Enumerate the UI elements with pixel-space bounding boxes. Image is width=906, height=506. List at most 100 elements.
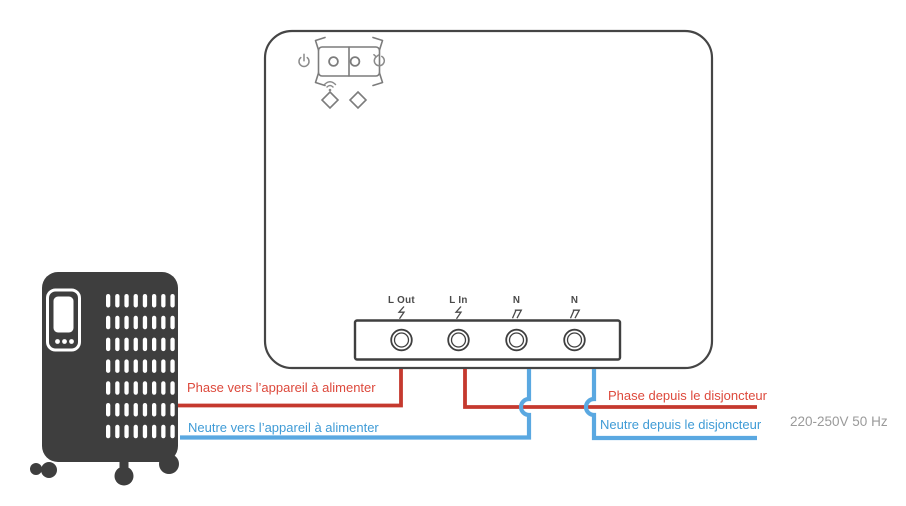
heater-vent-slot	[152, 359, 157, 373]
heater-caster-wheel	[41, 462, 57, 478]
neutral-icon	[569, 309, 581, 319]
heater-vent-slot	[133, 359, 138, 373]
terminal-label-n1: N	[513, 295, 520, 306]
heater-vent-slot	[133, 403, 138, 417]
heater-vent-slot	[106, 381, 111, 395]
heater-vent-slot	[142, 403, 148, 417]
heater-vent-slot	[161, 294, 166, 308]
heater-caster-wheel	[30, 463, 42, 475]
wire-neutral-from-breaker	[583, 369, 757, 441]
heater-vent-slot	[124, 403, 129, 417]
heater-control-panel	[46, 288, 81, 352]
heater-vent-slot	[115, 337, 120, 352]
heater-vent-slot	[152, 403, 157, 417]
heater-vent-slot	[124, 359, 129, 373]
heater-vent-slot	[152, 424, 157, 439]
led-diamond-right-icon	[348, 90, 368, 110]
neutral-icon	[511, 309, 523, 319]
heater-vent-slot	[133, 337, 138, 352]
heater-vent-slot	[170, 337, 175, 352]
corner-tick-icon	[372, 72, 384, 87]
heater-vent-slot	[142, 381, 148, 395]
heater-caster-stem	[119, 458, 129, 472]
terminal-l-in	[450, 332, 467, 348]
terminal-label-l-in: L In	[449, 295, 467, 306]
smart-switch-device: L Out L In N N	[263, 29, 714, 370]
lightning-icon	[454, 306, 463, 320]
wire-neutral-to-appliance	[180, 369, 532, 440]
heater-vent-slot	[115, 315, 120, 330]
heater-vent-slot	[170, 403, 175, 417]
terminal-label-l-out: L Out	[388, 295, 415, 306]
heater-vent-slot	[124, 337, 129, 352]
device-outline	[263, 29, 714, 370]
heater-vent-slot	[142, 359, 148, 373]
heater-screen	[53, 296, 74, 333]
heater-vent-slot	[142, 294, 148, 308]
heater-vent-slot	[115, 359, 120, 373]
heater-vent-slot	[106, 337, 111, 352]
heater-vent-slot	[124, 294, 129, 308]
heater-vent-slot	[161, 381, 166, 395]
terminal-screws	[390, 328, 586, 352]
label-neutral-to-appliance: Neutre vers l’appareil à alimenter	[188, 420, 379, 435]
button-left-dot-icon	[328, 56, 339, 67]
label-phase-from-breaker: Phase depuis le disjoncteur	[608, 388, 768, 403]
corner-tick-icon	[314, 72, 326, 87]
terminal-n2	[566, 332, 583, 348]
heater-vent-slot	[142, 337, 148, 352]
heater-vent-slot	[115, 424, 120, 439]
device-button-cluster	[314, 36, 384, 87]
heater-vent-slot	[133, 424, 138, 439]
heater-vent-slot	[152, 294, 157, 308]
heater-vent-slot	[170, 359, 175, 373]
terminal-n1	[505, 328, 528, 352]
led-diamond-left-icon	[320, 90, 340, 110]
reset-icon	[373, 53, 386, 67]
wire-phase-to-appliance	[178, 369, 403, 408]
heater-vent-slot	[161, 359, 166, 373]
terminal-l-out	[393, 332, 410, 348]
heater-panel-dot	[69, 339, 74, 344]
corner-tick-icon	[314, 36, 326, 51]
heater-illustration	[30, 272, 179, 486]
heater-vent-slot	[115, 381, 120, 395]
heater-vent-slot	[106, 315, 111, 330]
heater-vent-slot	[106, 424, 111, 439]
wire-phase-from-breaker	[463, 369, 757, 409]
heater-vent-slot	[161, 337, 166, 352]
heater-vent-slot	[152, 315, 157, 330]
heater-vent-slot	[124, 424, 129, 439]
heater-vent-slot	[170, 315, 175, 330]
corner-tick-icon	[372, 36, 384, 51]
wifi-icon	[323, 81, 337, 92]
heater-vent-slot	[170, 424, 175, 439]
heater-vent-slot	[124, 381, 129, 395]
heater-vent-slot	[106, 294, 111, 308]
heater-vent-slot	[133, 294, 138, 308]
heater-vent-slot	[115, 294, 120, 308]
lightning-icon	[397, 306, 406, 320]
terminal-l-in	[447, 328, 470, 352]
heater-caster-wheel	[114, 466, 134, 486]
heater-vent-slot	[133, 315, 138, 330]
heater-vent-slot	[152, 381, 157, 395]
rating-label: 220-250V 50 Hz	[790, 414, 888, 429]
heater-vent-slot	[142, 424, 148, 439]
heater-vent-slot	[161, 403, 166, 417]
heater-panel-dot	[62, 339, 67, 344]
terminal-n2	[563, 328, 586, 352]
heater-vent-slot	[133, 381, 138, 395]
button-right-dot-icon	[349, 56, 361, 67]
terminal-label-n2: N	[571, 295, 578, 306]
label-phase-to-appliance: Phase vers l’appareil à alimenter	[187, 380, 376, 395]
label-neutral-from-breaker: Neutre depuis le disjoncteur	[600, 417, 762, 432]
heater-panel-dot	[55, 339, 60, 344]
power-icon	[298, 53, 310, 68]
heater-vent-slot	[106, 359, 111, 373]
heater-vent-slot	[124, 315, 129, 330]
heater-vent-slot	[170, 381, 175, 395]
heater-vent-slot	[161, 315, 166, 330]
